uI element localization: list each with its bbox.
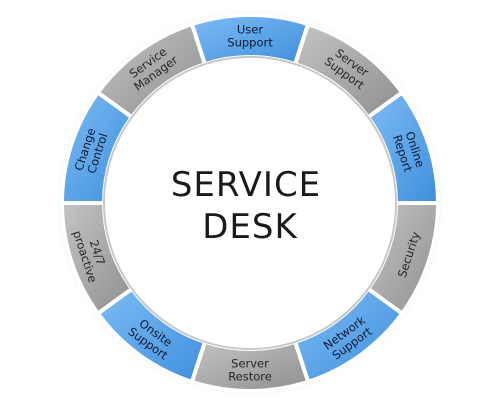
ring-inner-edge — [103, 56, 397, 350]
segment-label-line: Server — [231, 357, 269, 371]
center-title-line-2: DESK — [202, 207, 298, 247]
segment-label-line: Support — [227, 36, 273, 50]
center-title-line-1: SERVICE — [171, 165, 321, 205]
ring-inner-disc — [104, 57, 396, 349]
segment-label-line: User — [237, 23, 263, 37]
segment-label-line: Restore — [228, 370, 272, 384]
